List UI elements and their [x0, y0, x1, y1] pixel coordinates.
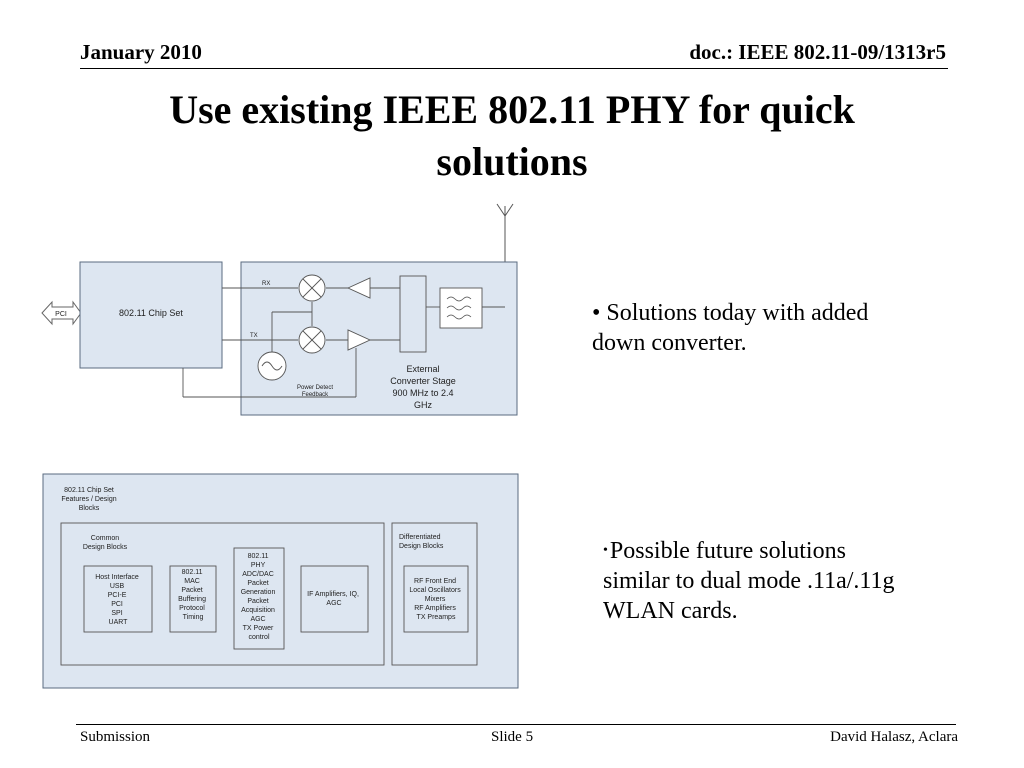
- phy-box: [233, 547, 285, 650]
- common-blocks-label-1: Common: [91, 535, 120, 542]
- tx-mixer-icon: [298, 326, 326, 354]
- phy-line-7: Acquisition: [241, 607, 275, 614]
- rf-front-end-text: RF Front End Local Oscillators Mixers RF…: [409, 578, 462, 621]
- phy-line-8: AGC: [250, 616, 265, 623]
- host-line-6: UART: [109, 619, 129, 626]
- power-detect-label-2: Feedback: [302, 392, 329, 398]
- phy-line-4: Packet: [247, 580, 268, 587]
- design-blocks-title-2: Features / Design: [61, 496, 116, 503]
- host-line-4: PCI: [111, 601, 123, 608]
- bullet-2-line-1: Possible future solutions: [609, 538, 846, 564]
- rf-line-1: RF Front End: [414, 578, 456, 585]
- slide-title-line-1: Use existing IEEE 802.11 PHY for quick: [169, 87, 855, 132]
- host-line-1: Host Interface: [95, 574, 139, 581]
- tx-amplifier-icon: [347, 329, 372, 351]
- converter-label-2: Converter Stage: [390, 376, 456, 386]
- host-interface-text: Host Interface USB PCI-E PCI SPI UART: [95, 574, 141, 626]
- rx-label: RX: [262, 281, 270, 287]
- host-line-2: USB: [110, 583, 125, 590]
- power-detect-label-1: Power Detect: [297, 385, 333, 391]
- phy-line-9: TX Power: [243, 625, 274, 632]
- converter-container: [240, 261, 518, 416]
- oscillator-icon: [257, 351, 287, 381]
- filter-icon: [439, 287, 483, 329]
- bullet-1: • Solutions today with added down conver…: [592, 298, 952, 358]
- chipset-box: [79, 261, 223, 369]
- if-amplifiers-text: IF Amplifiers, IQ, AGC: [307, 591, 361, 607]
- phy-line-2: PHY: [251, 562, 266, 569]
- mac-line-4: Buffering: [178, 596, 206, 603]
- header-date: January 2010: [80, 40, 202, 64]
- differentiated-label-1: Differentiated: [399, 534, 441, 541]
- differentiated-label-2: Design Blocks: [399, 543, 444, 550]
- bullet-2: •Possible future solutions similar to du…: [603, 536, 963, 626]
- phy-text: 802.11 PHY ADC/DAC Packet Generation Pac…: [241, 553, 278, 641]
- rx-mixer-icon: [298, 274, 326, 302]
- bullet-1-line-1: Solutions today with added: [606, 300, 869, 326]
- header-doc-id: doc.: IEEE 802.11-09/1313r5: [689, 40, 946, 64]
- rx-amplifier-icon: [346, 277, 371, 299]
- if-amplifiers-box: [300, 565, 369, 633]
- converter-label-4: GHz: [414, 400, 433, 410]
- footer-author: David Halasz, Aclara: [830, 729, 958, 745]
- ifamp-line-2: AGC: [326, 600, 341, 607]
- mac-text: 802.11 MAC Packet Buffering Protocol Tim…: [178, 569, 208, 621]
- design-blocks-title-1: 802.11 Chip Set: [64, 487, 114, 494]
- converter-label-1: External: [406, 364, 439, 374]
- mac-line-1: 802.11: [182, 569, 203, 576]
- footer-slide-number: Slide 5: [491, 729, 534, 745]
- rf-line-2: Local Oscillators: [409, 587, 461, 594]
- common-blocks-label-2: Design Blocks: [83, 544, 128, 551]
- bullet-1-marker: •: [592, 300, 601, 326]
- footer-submission: Submission: [80, 729, 151, 745]
- converter-label-3: 900 MHz to 2.4: [392, 388, 453, 398]
- mac-line-6: Timing: [183, 614, 204, 621]
- phy-line-5: Generation: [241, 589, 276, 596]
- phy-line-1: 802.11: [248, 553, 269, 560]
- slide-title: Use existing IEEE 802.11 PHY for quick s…: [60, 84, 964, 188]
- rf-front-end-box: [403, 565, 469, 633]
- host-line-3: PCI-E: [108, 592, 127, 599]
- tx-label: TX: [250, 333, 258, 339]
- pci-label: PCI: [55, 311, 67, 318]
- phy-line-10: control: [248, 634, 269, 641]
- phy-line-3: ADC/DAC: [242, 571, 274, 578]
- mac-box: [169, 565, 217, 633]
- chipset-label: 802.11 Chip Set: [119, 308, 183, 318]
- header-rule: [80, 68, 948, 69]
- rf-line-3: Mixers: [425, 596, 446, 603]
- mac-line-5: Protocol: [179, 605, 205, 612]
- converter-block-diagram: PCI 802.11 Chip Set RX TX: [41, 203, 518, 416]
- bullet-1-line-2: down converter.: [592, 330, 747, 356]
- mac-line-2: MAC: [184, 578, 200, 585]
- host-line-5: SPI: [111, 610, 122, 617]
- ifamp-line-1: IF Amplifiers, IQ,: [307, 591, 359, 598]
- design-blocks-title-3: Blocks: [79, 505, 100, 512]
- design-blocks-diagram: 802.11 Chip Set Features / Design Blocks…: [42, 473, 519, 689]
- tr-switch-box: [399, 275, 427, 353]
- slide-title-line-2: solutions: [436, 139, 588, 184]
- host-interface-box: [83, 565, 153, 633]
- bullet-2-line-3: WLAN cards.: [603, 598, 738, 624]
- phy-line-6: Packet: [247, 598, 268, 605]
- rf-line-4: RF Amplifiers: [414, 605, 456, 612]
- rf-line-5: TX Preamps: [417, 614, 456, 621]
- footer-rule: [76, 724, 956, 725]
- bullet-2-line-2: similar to dual mode .11a/.11g: [603, 568, 895, 594]
- mac-line-3: Packet: [181, 587, 202, 594]
- bullet-2-marker: •: [603, 543, 608, 558]
